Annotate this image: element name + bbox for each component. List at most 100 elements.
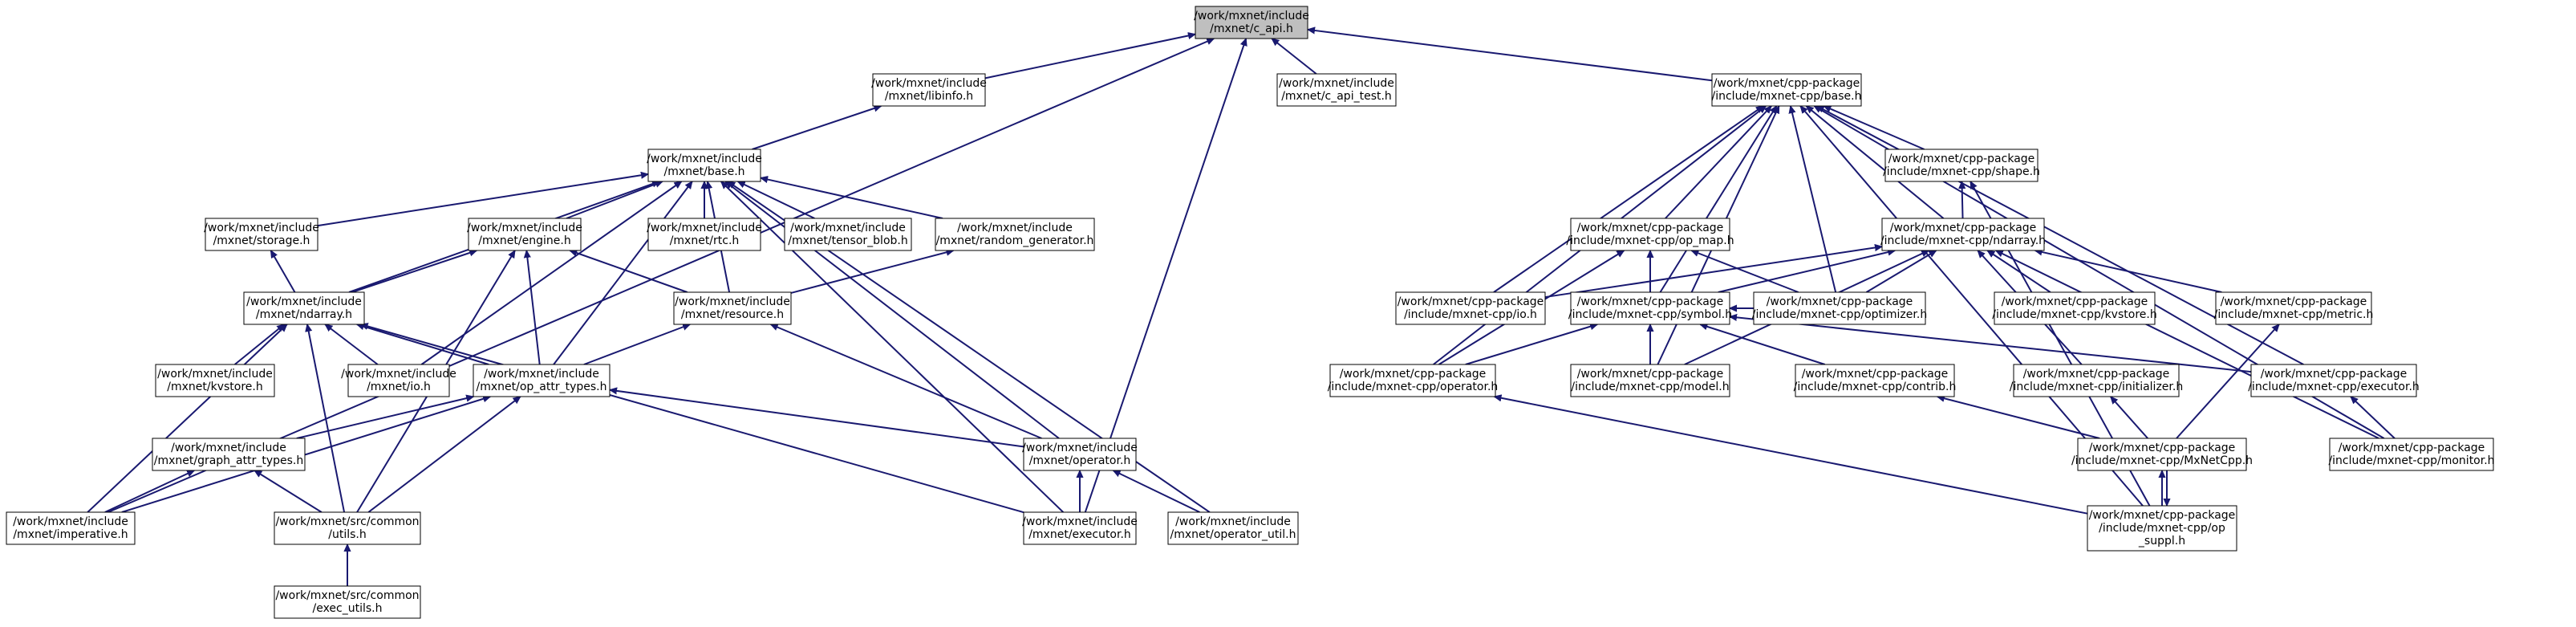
node-cpp-contrib-line1: /work/mxnet/cpp-package [1802,368,1949,381]
node-cpp-metric[interactable]: /work/mxnet/cpp-package /include/mxnet-c… [2214,291,2374,325]
node-base[interactable]: /work/mxnet/include /mxnet/base.h [647,149,762,182]
node-operator-line2: /mxnet/operator.h [1029,454,1131,467]
edge-cpp-ndarray-to-cpp-shape [1961,181,1962,219]
node-ndarray-line1: /work/mxnet/include [246,295,362,308]
node-rtc-line2: /mxnet/rtc.h [670,234,740,247]
node-cpp-operator-line1: /work/mxnet/cpp-package [1340,368,1487,381]
node-kvstore-line2: /mxnet/kvstore.h [167,381,262,393]
node-engine-line1: /work/mxnet/include [467,222,582,234]
node-cpp-contrib[interactable]: /work/mxnet/cpp-package /include/mxnet-c… [1794,364,1957,397]
node-cpp-ndarray[interactable]: /work/mxnet/cpp-package /include/mxnet-c… [1880,218,2046,251]
node-operator-util[interactable]: /work/mxnet/include /mxnet/operator_util… [1167,511,1299,545]
node-op-attr-types[interactable]: /work/mxnet/include /mxnet/op_attr_types… [473,364,611,397]
node-cpp-kvstore-line1: /work/mxnet/cpp-package [2002,295,2148,308]
edge-cpp-contrib-to-cpp-symbol [1700,324,1826,365]
edge-io-to-base [420,181,681,365]
node-cpp-model[interactable]: /work/mxnet/cpp-package /include/mxnet-c… [1570,364,1730,397]
node-engine[interactable]: /work/mxnet/include /mxnet/engine.h [467,218,582,251]
node-operator[interactable]: /work/mxnet/include /mxnet/operator.h [1022,438,1138,471]
node-cpp-shape-line1: /work/mxnet/cpp-package [1888,153,2035,165]
edge-cpp-optimizer-to-cpp-op-map [1691,250,1799,293]
node-cpp-monitor-line2: /include/mxnet-cpp/monitor.h [2328,454,2494,467]
node-cpp-initializer[interactable]: /work/mxnet/cpp-package /include/mxnet-c… [2010,364,2183,397]
edge-executor-to-c-api [1084,39,1246,513]
node-operator-util-line1: /work/mxnet/include [1175,515,1291,528]
edge-cpp-symbol-to-cpp-ndarray [1718,250,1895,293]
node-cpp-operator[interactable]: /work/mxnet/cpp-package /include/mxnet-c… [1328,364,1499,397]
node-cpp-operator-line2: /include/mxnet-cpp/operator.h [1328,381,1499,393]
node-cpp-kvstore[interactable]: /work/mxnet/cpp-package /include/mxnet-c… [1992,291,2157,325]
edge-imperative-to-op-attr-types [121,397,490,513]
node-cpp-executor[interactable]: /work/mxnet/cpp-package /include/mxnet-c… [2248,364,2420,397]
node-cpp-model-line1: /work/mxnet/cpp-package [1577,368,1724,381]
edge-operator-to-op-attr-types [610,390,1024,448]
edge-graph-attr-types-to-op-attr-types [296,397,473,439]
node-storage[interactable]: /work/mxnet/include /mxnet/storage.h [204,218,319,251]
node-cpp-shape[interactable]: /work/mxnet/cpp-package /include/mxnet-c… [1883,149,2040,182]
node-graph-attr-types[interactable]: /work/mxnet/include /mxnet/graph_attr_ty… [152,438,306,471]
edge-executor-to-ndarray [361,324,1024,514]
node-resource-line2: /mxnet/resource.h [681,308,784,321]
node-rtc[interactable]: /work/mxnet/include /mxnet/rtc.h [647,218,762,251]
node-cpp-base[interactable]: /work/mxnet/cpp-package /include/mxnet-c… [1711,73,1862,107]
node-random-generator[interactable]: /work/mxnet/include /mxnet/random_genera… [935,218,1095,251]
node-exec-utils[interactable]: /work/mxnet/src/common /exec_utils.h [274,585,421,619]
node-cpp-initializer-line1: /work/mxnet/cpp-package [2023,368,2170,381]
edge-cpp-mxnetcpp-to-cpp-initializer [2111,397,2148,439]
edge-cpp-metric-to-cpp-ndarray [2035,250,2222,293]
edge-cpp-operator-to-cpp-symbol [1465,324,1597,365]
edge-cpp-ndarray-to-cpp-base [1806,106,1945,219]
edge-cpp-base-to-c-api [1308,30,1713,82]
node-cpp-op-suppl[interactable]: /work/mxnet/cpp-package /include/mxnet-c… [2087,505,2237,552]
node-cpp-kvstore-line2: /include/mxnet-cpp/kvstore.h [1992,308,2156,321]
node-io[interactable]: /work/mxnet/include /mxnet/io.h [341,364,456,397]
node-cpp-io[interactable]: /work/mxnet/cpp-package /include/mxnet-c… [1395,291,1546,325]
node-c-api-test-line1: /work/mxnet/include [1279,77,1394,90]
edge-op-attr-types-to-resource [583,324,690,365]
node-cpp-mxnetcpp[interactable]: /work/mxnet/cpp-package /include/mxnet-c… [2071,438,2253,471]
node-c-api[interactable]: /work/mxnet/include /mxnet/c_api.h [1194,6,1309,39]
node-kvstore[interactable]: /work/mxnet/include /mxnet/kvstore.h [155,364,275,397]
edge-cpp-kvstore-to-cpp-ndarray [1987,250,2051,293]
node-executor[interactable]: /work/mxnet/include /mxnet/executor.h [1022,511,1138,545]
node-cpp-model-line2: /include/mxnet-cpp/model.h [1571,381,1729,393]
node-cpp-mxnetcpp-line2: /include/mxnet-cpp/MxNetCpp.h [2071,454,2253,467]
node-resource[interactable]: /work/mxnet/include /mxnet/resource.h [673,291,792,325]
node-imperative-line2: /mxnet/imperative.h [13,528,128,541]
edge-base-to-libinfo [752,106,882,150]
node-executor-line2: /mxnet/executor.h [1028,528,1131,541]
edge-tensor-blob-to-base [738,181,815,219]
node-imperative[interactable]: /work/mxnet/include /mxnet/imperative.h [6,511,136,545]
node-cpp-symbol-line2: /include/mxnet-cpp/symbol.h [1568,308,1732,321]
node-storage-line2: /mxnet/storage.h [213,234,310,247]
node-cpp-executor-line1: /work/mxnet/cpp-package [2261,368,2408,381]
node-op-attr-types-line1: /work/mxnet/include [484,368,599,381]
node-io-line2: /mxnet/io.h [367,381,431,393]
node-cpp-op-suppl-line3: _suppl.h [2138,535,2185,548]
edge-io-to-ndarray [325,324,379,365]
node-tensor-blob-line1: /work/mxnet/include [790,222,906,234]
edge-resource-to-random-generator [790,250,953,294]
node-common-utils[interactable]: /work/mxnet/src/common /utils.h [274,511,421,545]
edge-resource-to-engine [570,250,688,293]
node-cpp-op-map[interactable]: /work/mxnet/cpp-package /include/mxnet-c… [1566,218,1734,251]
node-tensor-blob[interactable]: /work/mxnet/include /mxnet/tensor_blob.h [784,218,912,251]
node-imperative-line1: /work/mxnet/include [13,515,128,528]
node-ndarray[interactable]: /work/mxnet/include /mxnet/ndarray.h [243,291,365,325]
node-cpp-optimizer-line1: /work/mxnet/cpp-package [1767,295,1913,308]
node-op-attr-types-line2: /mxnet/op_attr_types.h [477,381,607,393]
edge-imperative-to-ndarray [87,324,287,513]
edge-cpp-io-to-cpp-base [1493,105,1763,293]
edge-cpp-io-to-cpp-ndarray [1544,246,1882,299]
edge-ndarray-to-engine [351,250,477,293]
node-cpp-symbol[interactable]: /work/mxnet/cpp-package /include/mxnet-c… [1568,291,1732,325]
node-cpp-op-suppl-line1: /work/mxnet/cpp-package [2089,509,2236,522]
node-cpp-monitor[interactable]: /work/mxnet/cpp-package /include/mxnet-c… [2328,438,2495,471]
node-operator-util-line2: /mxnet/operator_util.h [1170,528,1296,541]
node-c-api-test[interactable]: /work/mxnet/include /mxnet/c_api_test.h [1276,73,1397,107]
node-cpp-mxnetcpp-line1: /work/mxnet/cpp-package [2089,442,2236,454]
node-cpp-optimizer[interactable]: /work/mxnet/cpp-package /include/mxnet-c… [1752,291,1927,325]
node-libinfo[interactable]: /work/mxnet/include /mxnet/libinfo.h [871,73,987,107]
node-cpp-base-line1: /work/mxnet/cpp-package [1714,77,1860,90]
node-cpp-metric-line2: /include/mxnet-cpp/metric.h [2214,308,2374,321]
